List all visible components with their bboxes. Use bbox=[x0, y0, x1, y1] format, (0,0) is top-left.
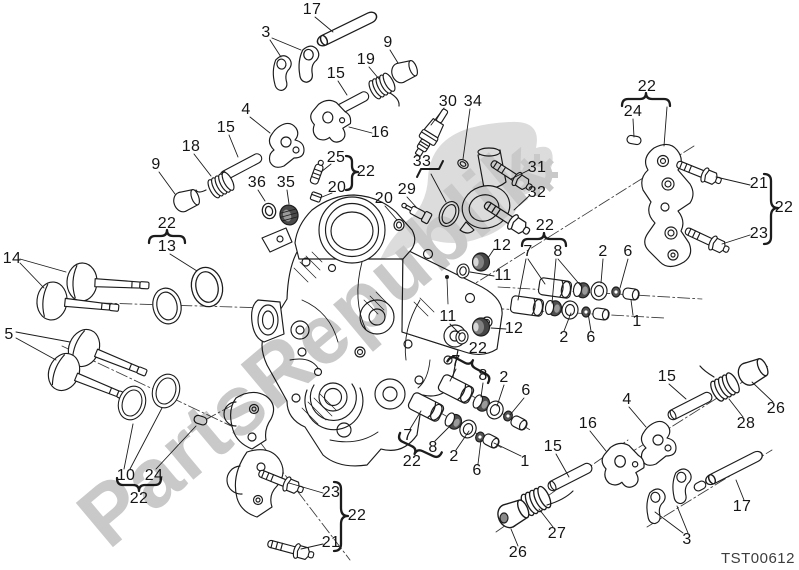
return-spring-27 bbox=[517, 484, 574, 518]
brace-kit-tappet-a bbox=[446, 356, 491, 385]
watermark-swoosh bbox=[380, 121, 553, 260]
brace-kit-cap-right bbox=[762, 172, 780, 246]
camshaft-cap-left-b bbox=[226, 449, 284, 518]
cylinder-head bbox=[251, 194, 503, 467]
adjuster-nut-20 bbox=[309, 191, 323, 203]
rocker-shaft-17-top bbox=[314, 9, 380, 49]
return-spring-18 bbox=[195, 169, 237, 201]
return-spring-28 bbox=[699, 365, 743, 404]
brace-kit-tappet-b bbox=[397, 431, 443, 459]
dowel-pin-24-left bbox=[193, 414, 208, 426]
rocker-shaft-15-c bbox=[665, 390, 715, 422]
bolt-21-left bbox=[265, 535, 316, 564]
brace-kit-tappet-upper bbox=[520, 231, 568, 248]
seal-20 bbox=[393, 218, 405, 232]
washer-36 bbox=[259, 201, 279, 221]
brace-kit-25-20 bbox=[344, 154, 360, 192]
brace-kit-10-24 bbox=[115, 476, 163, 493]
valve-seat-13-b bbox=[187, 263, 227, 311]
rocker-4-bottom bbox=[640, 420, 677, 466]
valve-seat-13-a bbox=[148, 284, 186, 328]
bushing-26-bottom bbox=[493, 495, 533, 532]
rocker-4-top bbox=[268, 122, 305, 168]
tappet-cup-9-top bbox=[388, 57, 421, 86]
adjuster-stud-25 bbox=[309, 159, 324, 185]
gear-icon bbox=[516, 154, 558, 196]
valve-seat-10-a bbox=[113, 382, 151, 424]
camshaft-cap-left-a bbox=[223, 391, 275, 450]
drawing-code: TST00612 bbox=[720, 550, 795, 567]
brace-kit-cap-right-top bbox=[620, 91, 672, 108]
cap-12-lower bbox=[471, 317, 491, 337]
group-braces bbox=[115, 91, 780, 553]
brace-kit-seat-13 bbox=[147, 228, 187, 245]
rocker-shaft-17-bottom bbox=[693, 448, 765, 492]
temperature-sensor-30 bbox=[414, 108, 449, 157]
intake-valve-14-a bbox=[65, 261, 151, 306]
return-spring-19 bbox=[366, 70, 400, 107]
brace-kit-cap-left bbox=[332, 480, 350, 553]
cap-35 bbox=[279, 204, 299, 226]
rocker-finger-3-d bbox=[669, 467, 696, 506]
dowel-pin-24-right bbox=[626, 134, 642, 146]
rocker-16-bottom bbox=[600, 440, 647, 491]
rocker-shaft-15-d bbox=[545, 461, 595, 493]
